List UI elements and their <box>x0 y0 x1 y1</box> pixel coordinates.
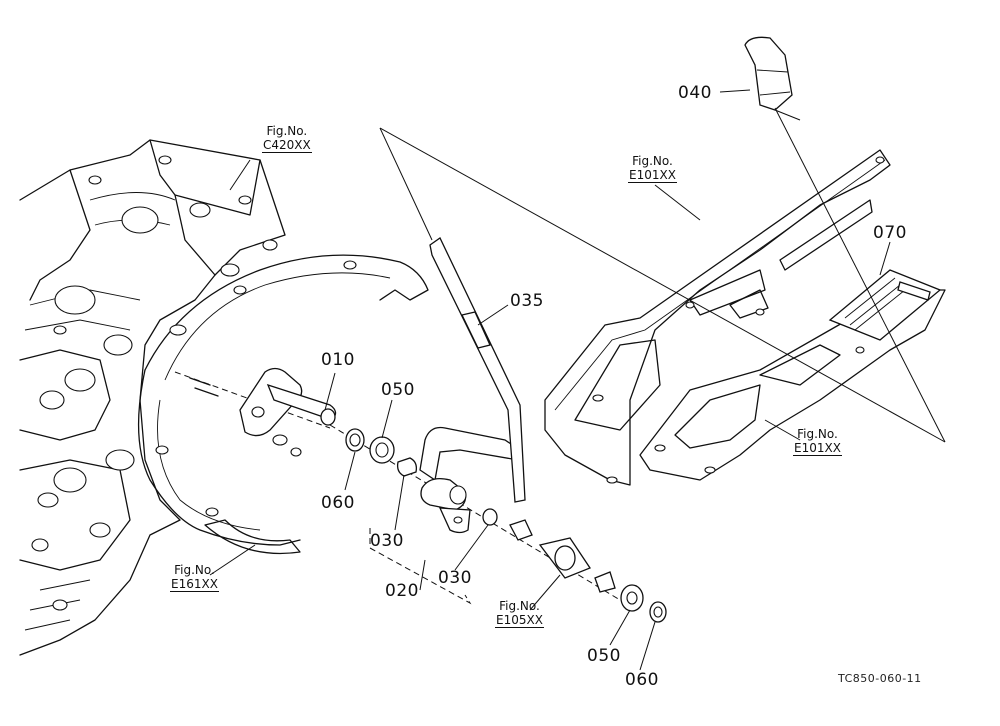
fig-ref-e101-bottom: Fig.No. E101XX <box>793 427 842 456</box>
cover-plate <box>137 254 429 555</box>
fig-ref-e101-bottom-code: E101XX <box>793 441 842 456</box>
pedal-plate-lower <box>639 289 946 481</box>
label-leaders <box>209 89 891 671</box>
drawing-code: TC850-060-11 <box>838 672 922 685</box>
part-label-060-right: 060 <box>625 670 659 690</box>
assembly-leader-lines <box>379 107 946 443</box>
fig-ref-e161: Fig.No. E161XX <box>170 563 219 592</box>
part-label-010: 010 <box>321 350 355 370</box>
pedal-arm-020 <box>419 426 521 534</box>
fig-ref-c420-title: Fig.No. <box>266 124 308 138</box>
pedal-pad-070 <box>828 269 942 341</box>
part-label-020: 020 <box>385 581 419 601</box>
group-bracket-020 <box>369 528 472 605</box>
fig-ref-e101-bottom-title: Fig.No. <box>797 427 838 441</box>
fig-ref-e161-code: E161XX <box>170 577 219 592</box>
part-label-030-right: 030 <box>438 568 472 588</box>
part-label-050-right: 050 <box>587 646 621 666</box>
fig-ref-e101-top: Fig.No. E101XX <box>628 154 677 183</box>
fig-ref-e105-code: E105XX <box>495 613 544 628</box>
right-stack <box>509 519 667 623</box>
fig-ref-c420-code: C420XX <box>262 138 312 153</box>
part-label-060-left: 060 <box>321 493 355 513</box>
fig-ref-e105-title: Fig.No. <box>499 599 540 613</box>
fig-ref-e101-top-code: E101XX <box>628 168 677 183</box>
pedal-bracket-upper <box>544 149 891 486</box>
shaft-010 <box>174 367 337 457</box>
part-label-050-left: 050 <box>381 380 415 400</box>
part-label-035: 035 <box>510 291 544 311</box>
washer-stack-left <box>329 424 621 601</box>
fig-ref-e105: Fig.No. E105XX <box>495 599 544 628</box>
grip-cap-040 <box>744 36 801 121</box>
part-label-040: 040 <box>678 83 712 103</box>
part-label-070: 070 <box>873 223 907 243</box>
fig-ref-e101-top-title: Fig.No. <box>632 154 673 168</box>
part-label-030-left: 030 <box>370 531 404 551</box>
transmission-case <box>19 139 286 656</box>
fig-ref-e161-title: Fig.No. <box>174 563 215 577</box>
fig-ref-c420: Fig.No. C420XX <box>262 124 312 153</box>
rod-035 <box>429 237 526 503</box>
